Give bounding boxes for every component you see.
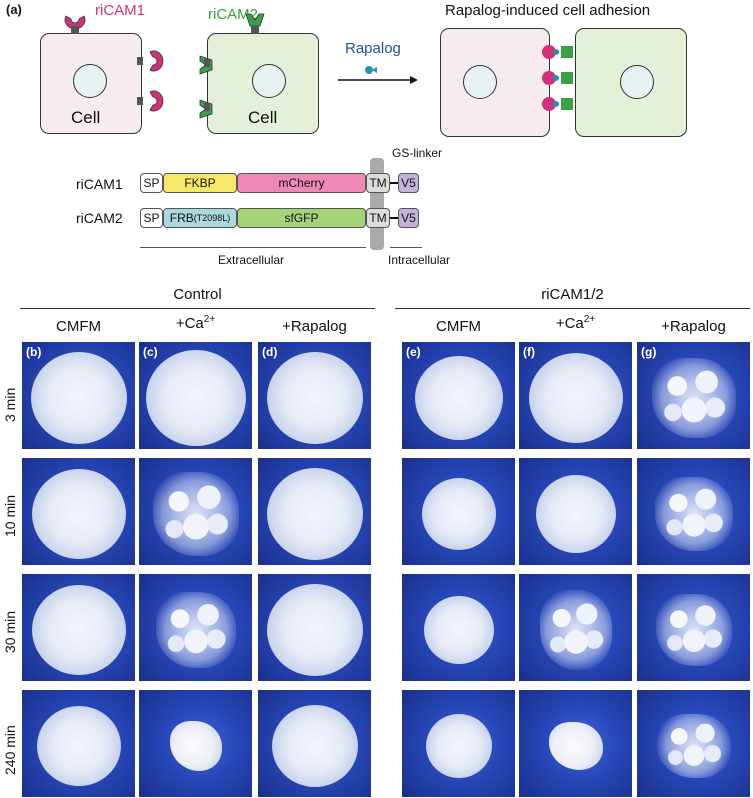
sp-domain: SP — [140, 173, 163, 193]
column-sup: 2+ — [583, 314, 596, 325]
photo-d-10min — [258, 458, 371, 565]
photo-c-3min: (c) — [139, 342, 252, 449]
column-header: +Ca2+ — [519, 314, 632, 332]
ricam2-label: riCAM2 — [208, 6, 259, 23]
photo-c-30min — [139, 574, 252, 681]
photo-f-30min — [519, 574, 632, 681]
extracellular-label: Extracellular — [218, 253, 285, 267]
sp-domain: SP — [140, 208, 163, 228]
frb-mutation: (T2098L) — [193, 213, 231, 223]
row-label: 30 min — [2, 610, 18, 653]
photo-b-3min: (b) — [22, 342, 135, 449]
group-rule — [395, 308, 750, 309]
panel-letter: (e) — [406, 345, 421, 359]
intracellular-label: Intracellular — [388, 253, 451, 267]
nucleus — [620, 65, 654, 99]
cell-label: Cell — [248, 108, 278, 127]
column-label: +Ca — [175, 315, 204, 332]
group-header-ricam: riCAM1/2 — [541, 286, 604, 303]
photo-b-240min — [22, 690, 135, 797]
linker — [390, 182, 398, 184]
ricam1-receptor-icon — [64, 15, 86, 30]
photo-d-30min — [258, 574, 371, 681]
adhesion-title: Rapalog-induced cell adhesion — [445, 2, 651, 19]
column-header: +Rapalog — [282, 318, 347, 335]
linker — [390, 217, 398, 219]
ricam1-receptor-icon — [149, 90, 164, 112]
fkbp-domain: FKBP — [163, 173, 237, 193]
panel-letter: (d) — [262, 345, 278, 359]
row-label: 3 min — [2, 387, 18, 422]
photo-e-30min — [402, 574, 515, 681]
photo-d-3min: (d) — [258, 342, 371, 449]
cell-ricam2: Cell — [207, 33, 319, 134]
intracellular-bracket — [390, 247, 422, 248]
v5-tag: V5 — [398, 173, 419, 193]
ricam2-receptor-icon — [245, 13, 265, 27]
photo-c-240min — [139, 690, 252, 797]
frb-label: FRB — [169, 211, 194, 225]
photo-g-30min — [637, 574, 750, 681]
sfgfp-domain: sfGFP — [237, 208, 366, 228]
construct-name: riCAM2 — [76, 210, 123, 226]
adhesion-complex-icon — [542, 45, 573, 111]
panel-letter: (b) — [26, 345, 42, 359]
frb-domain: FRB(T2098L) — [163, 208, 237, 228]
nucleus — [463, 65, 497, 99]
panel-letter: (f) — [523, 345, 535, 359]
column-header: +Rapalog — [661, 318, 726, 335]
photo-g-3min: (g) — [637, 342, 750, 449]
extracellular-bracket — [140, 247, 366, 248]
membrane-bar — [370, 158, 384, 250]
adhered-cell-ricam1 — [440, 28, 550, 137]
cell-ricam1: Cell — [40, 33, 142, 134]
ricam1-label: riCAM1 — [95, 2, 146, 19]
mcherry-domain: mCherry — [237, 173, 366, 193]
panel-letter: (c) — [143, 345, 158, 359]
photo-e-3min: (e) — [402, 342, 515, 449]
photo-f-240min — [519, 690, 632, 797]
cell-label: Cell — [71, 108, 101, 127]
photo-g-10min — [637, 458, 750, 565]
nucleus — [73, 64, 107, 98]
tm-domain: TM — [366, 208, 390, 228]
column-header: CMFM — [56, 318, 101, 335]
panel-letter: (g) — [641, 345, 657, 359]
photo-e-240min — [402, 690, 515, 797]
receptor-diagram — [64, 13, 418, 119]
photo-b-10min — [22, 458, 135, 565]
tm-domain: TM — [366, 173, 390, 193]
group-rule — [20, 308, 375, 309]
group-header-control: Control — [173, 286, 222, 303]
photo-f-10min — [519, 458, 632, 565]
rapalog-label: Rapalog — [345, 40, 401, 57]
construct-name: riCAM1 — [76, 176, 123, 192]
row-label: 240 min — [2, 725, 18, 775]
column-header: +Ca2+ — [139, 314, 252, 332]
photo-e-10min — [402, 458, 515, 565]
nucleus — [252, 64, 286, 98]
column-label: +Ca — [555, 315, 584, 332]
v5-tag: V5 — [398, 208, 419, 228]
photo-d-240min — [258, 690, 371, 797]
photo-c-10min — [139, 458, 252, 565]
adhered-cell-ricam2 — [575, 28, 687, 137]
photo-f-3min: (f) — [519, 342, 632, 449]
column-sup: 2+ — [203, 314, 216, 325]
gs-linker-label: GS-linker — [392, 146, 443, 160]
row-label: 10 min — [2, 494, 18, 537]
photo-g-240min — [637, 690, 750, 797]
column-header: CMFM — [436, 318, 481, 335]
panel-label-a: (a) — [6, 2, 22, 17]
ricam1-receptor-icon — [149, 50, 164, 72]
photo-b-30min — [22, 574, 135, 681]
